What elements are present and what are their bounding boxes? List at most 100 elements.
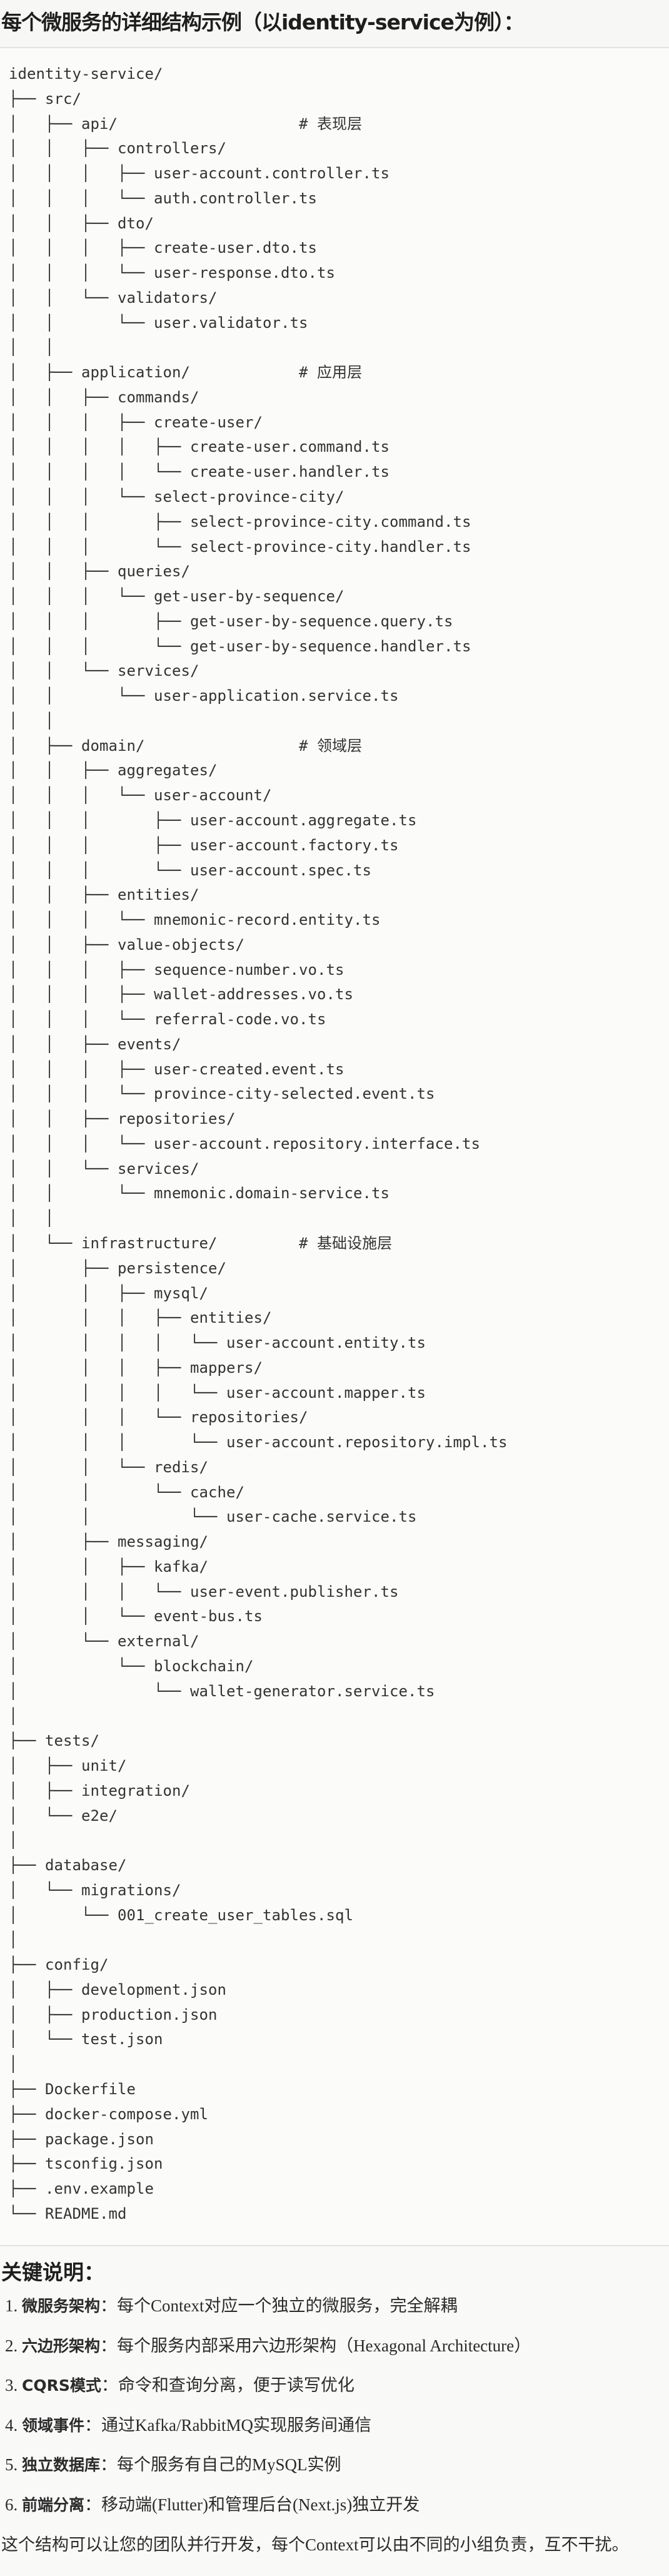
- tree-line: │ │ │ └── get-user-by-sequence.handler.t…: [9, 637, 471, 655]
- note-item: 5. 独立数据库：每个服务有自己的MySQL实例: [1, 2445, 669, 2485]
- tree-line: │ │ ├── value-objects/: [9, 935, 244, 954]
- tree-line: │: [9, 2055, 18, 2074]
- tree-line: ├── tests/: [9, 1732, 99, 1750]
- tree-line: │ ├── production.json: [9, 2005, 218, 2024]
- tree-line: ├── src/: [9, 89, 81, 108]
- note-item: 4. 领域事件：通过Kafka/RabbitMQ实现服务间通信: [1, 2406, 669, 2446]
- tree-line: │ │ │ ├── user-account.aggregate.ts: [9, 811, 417, 829]
- note-number: 5.: [5, 2455, 22, 2475]
- tree-line: │ ├── development.json: [9, 1980, 226, 1998]
- tree-line: │ └── infrastructure/ # 基础设施层: [9, 1234, 393, 1252]
- tree-line: │ │ │ │ ├── create-user.command.ts: [9, 438, 390, 456]
- tree-line: │ │ └── event-bus.ts: [9, 1607, 263, 1626]
- tree-line: │ │ │ └── repositories/: [9, 1408, 308, 1427]
- tree-line: │ │ │ ├── create-user.dto.ts: [9, 239, 317, 257]
- tree-line: │ │ │ ├── mappers/: [9, 1358, 263, 1377]
- tree-line: │ │ │ └── auth.controller.ts: [9, 189, 317, 207]
- note-number: 2.: [5, 2336, 22, 2355]
- tree-line: │ │ └── user.validator.ts: [9, 313, 308, 332]
- tree-line: │ └── 001_create_user_tables.sql: [9, 1906, 353, 1924]
- note-text: ：每个服务有自己的MySQL实例: [100, 2455, 341, 2475]
- note-item: 2. 六边形架构：每个服务内部采用六边形架构（Hexagonal Archite…: [1, 2326, 669, 2366]
- tree-line: │ │ │ ├── sequence-number.vo.ts: [9, 960, 345, 979]
- heading-section: 每个微服务的详细结构示例（以identity-service为例）：: [0, 0, 669, 48]
- tree-line: │ └── e2e/: [9, 1806, 118, 1825]
- tree-line: │ │ │ └── user-account/: [9, 787, 272, 805]
- tree-line: │ │ │ ├── select-province-city.command.t…: [9, 512, 471, 531]
- tree-line: │ │ ├── events/: [9, 1035, 181, 1053]
- tree-line: │: [9, 1707, 18, 1725]
- tree-line: │ │ ├── mysql/: [9, 1284, 208, 1302]
- tree-line: │ ├── api/ # 表现层: [9, 115, 363, 133]
- tree-line: │ │ └── user-application.service.ts: [9, 687, 399, 705]
- tree-line: │ │ │ │ └── create-user.handler.ts: [9, 463, 390, 481]
- note-text: ：每个服务内部采用六边形架构（Hexagonal Architecture）: [100, 2336, 531, 2355]
- note-number: 3.: [5, 2376, 22, 2395]
- tree-line: │ └── migrations/: [9, 1881, 181, 1899]
- tree-line: │ ├── integration/: [9, 1781, 190, 1800]
- tree-line: │ │: [9, 1209, 54, 1228]
- tree-line: │ │ │ └── user-account.repository.interf…: [9, 1134, 480, 1153]
- note-text: ：命令和查询分离，便于读写优化: [101, 2376, 355, 2395]
- note-text: ：通过Kafka/RabbitMQ实现服务间通信: [84, 2415, 371, 2435]
- tree-line: │ │ │ ├── wallet-addresses.vo.ts: [9, 985, 353, 1004]
- tree-line: identity-service/: [9, 65, 163, 83]
- tree-line: │ │: [9, 339, 54, 357]
- tree-line: │ └── blockchain/: [9, 1657, 254, 1675]
- tree-line: │ │ └── redis/: [9, 1458, 208, 1476]
- tree-line: │ │ └── mnemonic.domain-service.ts: [9, 1184, 390, 1203]
- note-term: 微服务架构: [22, 2297, 101, 2315]
- tree-line: │ │ │ └── get-user-by-sequence/: [9, 588, 345, 606]
- note-term: 六边形架构: [22, 2336, 101, 2355]
- tree-line: │: [9, 1931, 18, 1949]
- tree-line: │ │ │ ├── create-user/: [9, 413, 263, 431]
- note-number: 1.: [5, 2296, 22, 2315]
- tree-line: ├── .env.example: [9, 2180, 154, 2198]
- note-item: 1. 微服务架构：每个Context对应一个独立的微服务，完全解耦: [1, 2286, 669, 2326]
- note-text: ：每个Context对应一个独立的微服务，完全解耦: [100, 2296, 458, 2315]
- tree-line: │ │ │ └── user-account.spec.ts: [9, 861, 371, 879]
- tree-line: │ │ └── validators/: [9, 288, 218, 307]
- tree-line: │ │ ├── commands/: [9, 388, 199, 406]
- tree-line: │ │ │ └── user-event.publisher.ts: [9, 1582, 399, 1601]
- tree-line: │ │ │ └── select-province-city/: [9, 488, 345, 506]
- tree-line: │ │ ├── dto/: [9, 214, 154, 232]
- tree-line: │ │ │ ├── user-account.controller.ts: [9, 165, 390, 183]
- tree-line: │ ├── application/ # 应用层: [9, 364, 363, 382]
- tree-line: ├── package.json: [9, 2130, 154, 2148]
- tree-line: │ │ │ ├── get-user-by-sequence.query.ts: [9, 612, 453, 630]
- tree-line: │ │ │ └── province-city-selected.event.t…: [9, 1085, 435, 1103]
- tree-line: │ │ ├── entities/: [9, 886, 199, 904]
- page-title: 每个微服务的详细结构示例（以identity-service为例）：: [1, 10, 524, 34]
- tree-line: │ │ ├── aggregates/: [9, 761, 218, 780]
- tree-line: │ │ ├── repositories/: [9, 1110, 236, 1128]
- tree-line: │: [9, 1831, 18, 1850]
- tree-line: │ │ └── user-cache.service.ts: [9, 1508, 417, 1526]
- directory-tree-code-block: identity-service/ ├── src/ │ ├── api/ # 表现…: [0, 48, 669, 2246]
- tree-line: │ ├── unit/: [9, 1757, 127, 1775]
- note-text: ：移动端(Flutter)和管理后台(Next.js)独立开发: [84, 2495, 420, 2514]
- note-term: CQRS模式: [22, 2376, 101, 2395]
- tree-line: │ │ │ │ └── user-account.entity.ts: [9, 1334, 426, 1352]
- note-item: 6. 前端分离：移动端(Flutter)和管理后台(Next.js)独立开发: [1, 2485, 669, 2525]
- tree-line: └── README.md: [9, 2204, 127, 2222]
- tree-line: ├── Dockerfile: [9, 2080, 136, 2099]
- tree-line: │ │ │ └── mnemonic-record.entity.ts: [9, 911, 381, 929]
- tree-line: │ │ │ │ └── user-account.mapper.ts: [9, 1383, 426, 1402]
- tree-line: │ │ └── services/: [9, 1159, 199, 1178]
- tree-line: │ │ ├── queries/: [9, 563, 190, 581]
- note-term: 独立数据库: [22, 2456, 101, 2475]
- tree-line: │ │ ├── kafka/: [9, 1557, 208, 1576]
- note-number: 4.: [5, 2415, 22, 2435]
- tree-line: │ └── wallet-generator.service.ts: [9, 1682, 435, 1700]
- tree-line: ├── config/: [9, 1956, 109, 1974]
- tree-line: │ └── test.json: [9, 2030, 163, 2049]
- tree-line: │ │ │ └── referral-code.vo.ts: [9, 1011, 326, 1029]
- tree-line: ├── tsconfig.json: [9, 2155, 163, 2173]
- note-term: 前端分离: [22, 2495, 85, 2514]
- tree-line: │ │ │ ├── user-account.factory.ts: [9, 836, 399, 854]
- tree-line: │ │ │ └── user-account.repository.impl.t…: [9, 1433, 508, 1452]
- note-number: 6.: [5, 2495, 22, 2514]
